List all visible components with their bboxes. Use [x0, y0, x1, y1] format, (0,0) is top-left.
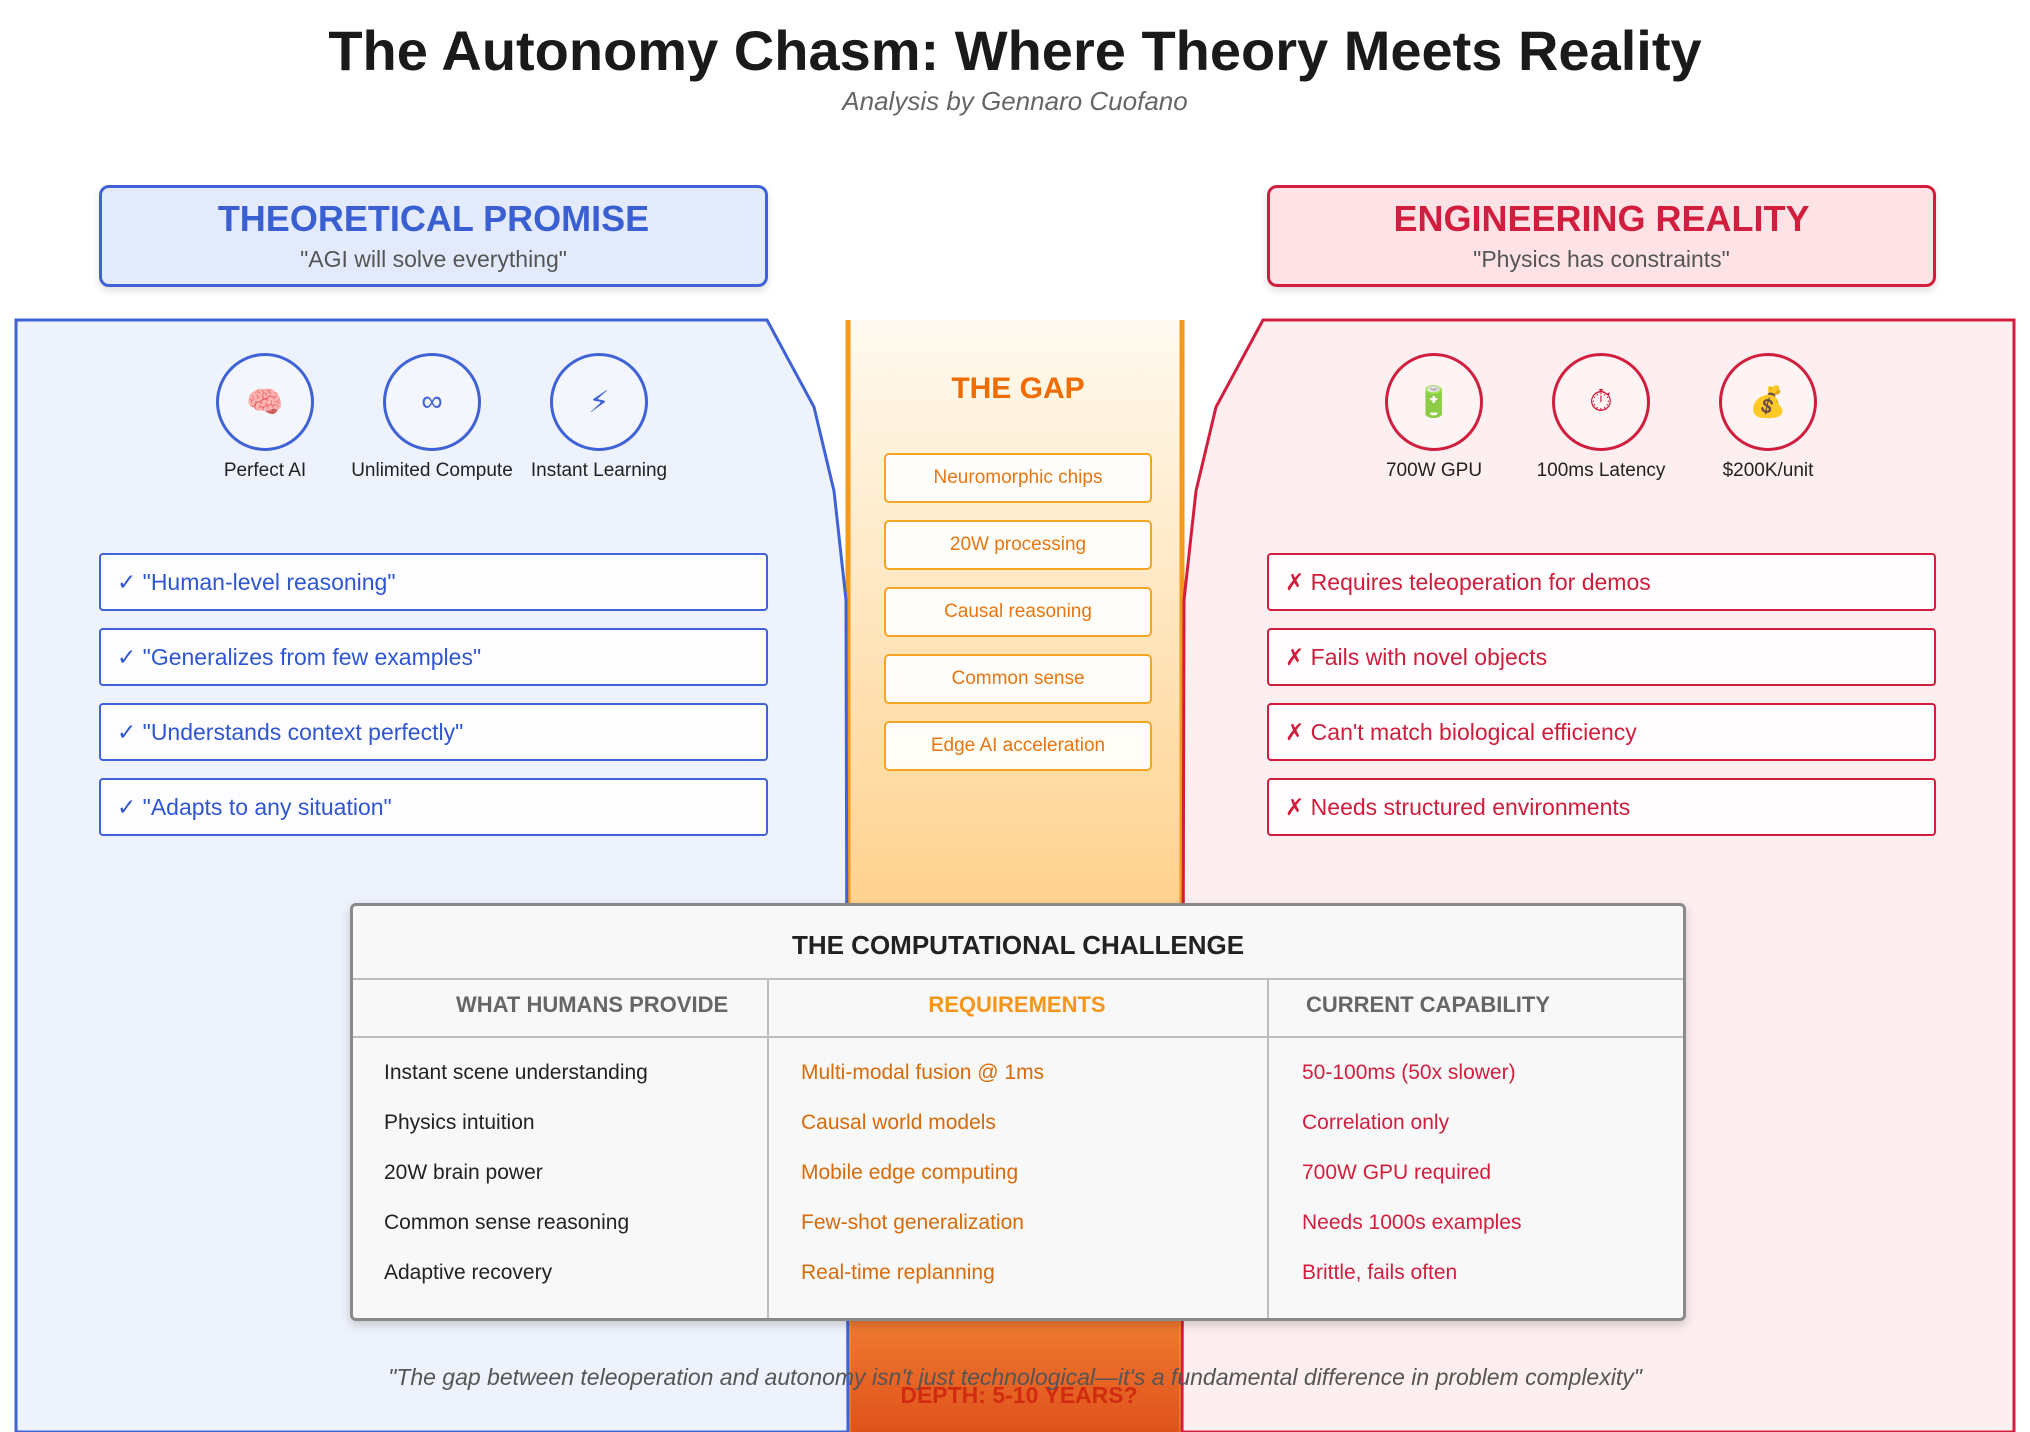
promise-tagline: "AGI will solve everything" — [300, 246, 567, 272]
table-cell: Correlation only — [1302, 1111, 1450, 1134]
promise-claim: ✓ "Adapts to any situation" — [99, 778, 768, 836]
gap-item: Edge AI acceleration — [884, 721, 1152, 771]
column-header-current-capability: CURRENT CAPABILITY — [1306, 992, 1551, 1017]
page-title: The Autonomy Chasm: Where Theory Meets R… — [328, 19, 1702, 82]
table-cell: 20W brain power — [384, 1161, 543, 1184]
reality-tagline: "Physics has constraints" — [1473, 246, 1730, 272]
table-cell: Physics intuition — [384, 1111, 535, 1134]
promise-claim: ✓ "Generalizes from few examples" — [99, 628, 768, 686]
icon-label-700w-gpu: 700W GPU — [1385, 460, 1483, 481]
table-cell: Brittle, fails often — [1302, 1261, 1458, 1284]
column-header-requirements: REQUIREMENTS — [928, 992, 1106, 1017]
lightning-icon: ⚡ — [550, 353, 648, 451]
reality-claim: ✗ Fails with novel objects — [1267, 628, 1936, 686]
table-cell: Real-time replanning — [801, 1261, 995, 1284]
gap-item: 20W processing — [884, 520, 1152, 570]
computational-challenge-table — [350, 903, 1686, 1321]
gap-title: THE GAP — [951, 372, 1085, 405]
infinity-icon: ∞ — [383, 353, 481, 451]
icon-label-unlimited-compute: Unlimited Compute — [351, 460, 513, 481]
gap-depth-label: DEPTH: 5-10 YEARS? — [900, 1382, 1138, 1408]
table-cell: Causal world models — [801, 1111, 996, 1134]
table-cell: 700W GPU required — [1302, 1161, 1492, 1184]
stopwatch-icon: ⏱ — [1552, 353, 1650, 451]
reality-claim: ✗ Can't match biological efficiency — [1267, 703, 1936, 761]
table-cell: Mobile edge computing — [801, 1161, 1019, 1184]
icon-label-perfect-ai: Perfect AI — [223, 460, 307, 481]
reality-claim: ✗ Requires teleoperation for demos — [1267, 553, 1936, 611]
column-header-humans: WHAT HUMANS PROVIDE — [456, 992, 729, 1017]
table-divider — [353, 978, 1683, 980]
engineering-reality-header: ENGINEERING REALITY "Physics has constra… — [1267, 185, 1936, 287]
page-subtitle: Analysis by Gennaro Cuofano — [842, 86, 1188, 116]
promise-claim: ✓ "Understands context perfectly" — [99, 703, 768, 761]
table-title: THE COMPUTATIONAL CHALLENGE — [791, 930, 1245, 960]
money-bag-icon: 💰 — [1719, 353, 1817, 451]
table-divider — [353, 1036, 1683, 1038]
gap-item: Causal reasoning — [884, 587, 1152, 637]
table-cell: Common sense reasoning — [384, 1211, 630, 1234]
table-cell: Few-shot generalization — [801, 1211, 1024, 1234]
theoretical-promise-header: THEORETICAL PROMISE "AGI will solve ever… — [99, 185, 768, 287]
table-column-divider — [1267, 978, 1269, 1318]
table-cell: Adaptive recovery — [384, 1261, 553, 1284]
brain-icon: 🧠 — [216, 353, 314, 451]
promise-claim: ✓ "Human-level reasoning" — [99, 553, 768, 611]
table-cell: Needs 1000s examples — [1302, 1211, 1522, 1234]
gap-item: Neuromorphic chips — [884, 453, 1152, 503]
promise-heading: THEORETICAL PROMISE — [217, 198, 650, 239]
gap-item: Common sense — [884, 654, 1152, 704]
reality-heading: ENGINEERING REALITY — [1393, 198, 1810, 239]
battery-icon: 🔋 — [1385, 353, 1483, 451]
table-column-divider — [767, 978, 769, 1318]
table-cell: Multi-modal fusion @ 1ms — [801, 1061, 1045, 1084]
reality-claim: ✗ Needs structured environments — [1267, 778, 1936, 836]
table-cell: 50-100ms (50x slower) — [1302, 1061, 1516, 1084]
icon-label-100ms-latency: 100ms Latency — [1536, 460, 1666, 481]
table-cell: Instant scene understanding — [384, 1061, 648, 1084]
closing-quote: "The gap between teleoperation and auton… — [388, 1364, 1642, 1390]
icon-label-instant-learning: Instant Learning — [530, 460, 668, 481]
icon-label-cost-per-unit: $200K/unit — [1722, 460, 1814, 481]
